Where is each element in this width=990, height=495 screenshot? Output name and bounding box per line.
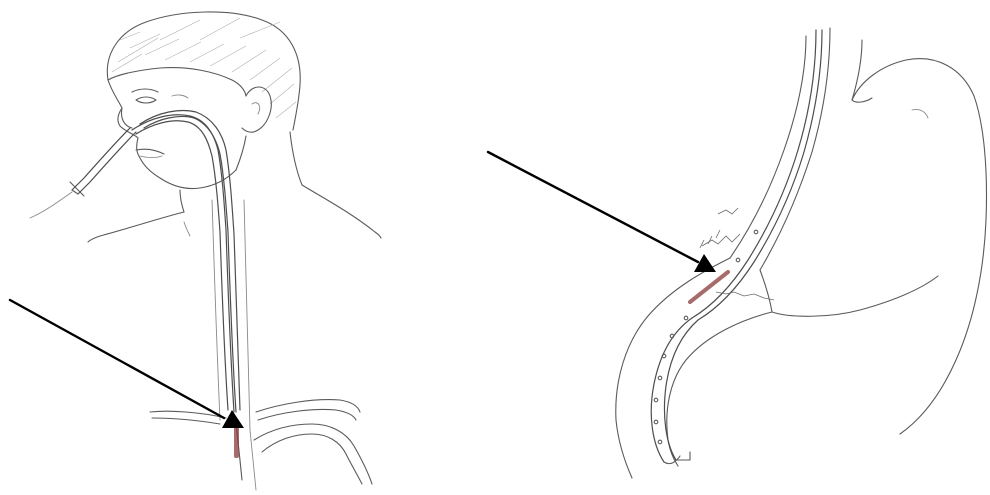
- neck-shoulders: [88, 132, 381, 242]
- left-diaphragm: [150, 400, 372, 484]
- esophagus: [692, 28, 862, 320]
- right-tube-lower: [616, 230, 772, 478]
- stomach: [760, 59, 987, 434]
- right-panel: [488, 28, 987, 478]
- right-arrow: [488, 152, 716, 272]
- left-panel: [10, 12, 381, 490]
- head-hair: [107, 12, 300, 130]
- left-tube: [30, 111, 256, 491]
- left-arrow: [10, 300, 244, 428]
- face: [108, 80, 271, 189]
